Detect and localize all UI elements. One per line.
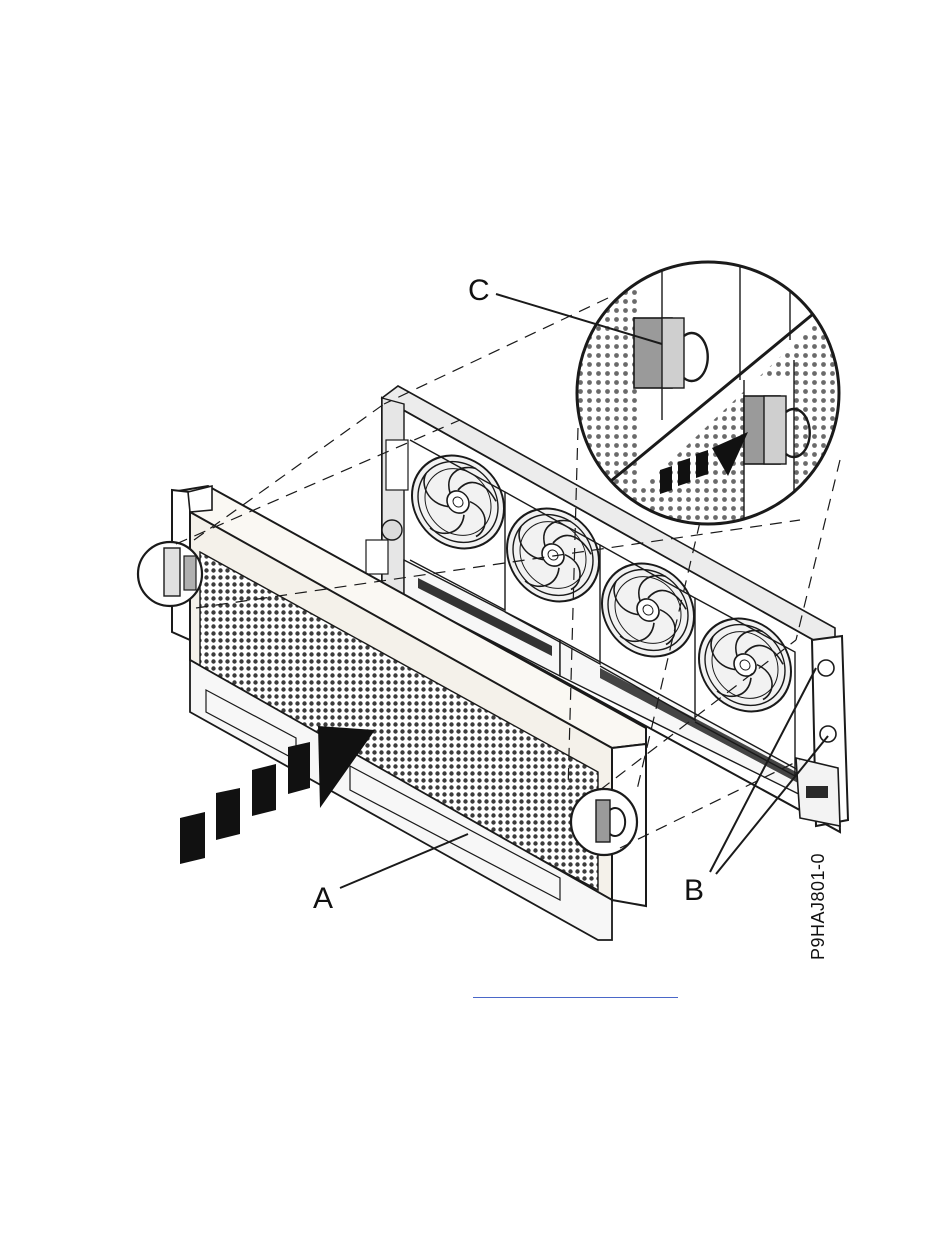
callout-c: C: [468, 276, 490, 306]
link-underline[interactable]: [473, 997, 678, 998]
left-latch-detail: [138, 542, 202, 606]
figure-id-label: P9HAJ801-0: [808, 820, 832, 960]
leader-line-a: [340, 834, 468, 888]
callout-b: B: [684, 876, 704, 906]
callout-a: A: [313, 884, 333, 914]
zoom-inset-detail: [577, 262, 840, 524]
